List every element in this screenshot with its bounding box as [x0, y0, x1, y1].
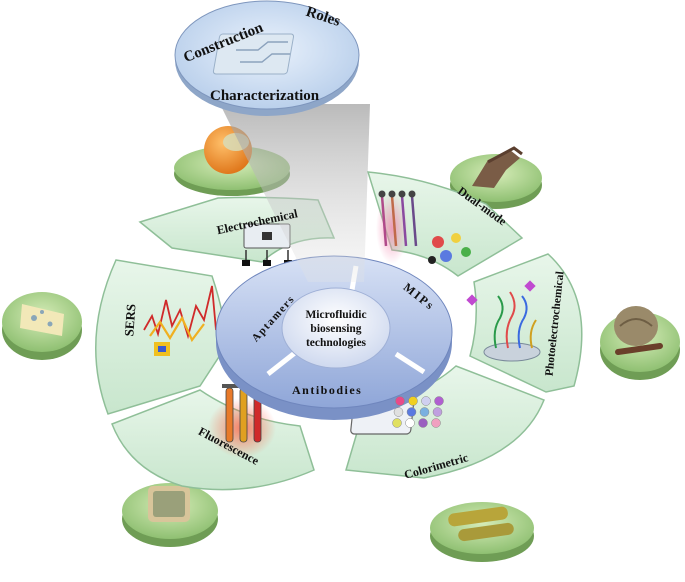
plate-bread [122, 483, 218, 547]
dried-root-icon [472, 150, 520, 188]
plate-corn [430, 502, 534, 562]
well-plate-well [421, 396, 431, 406]
microfluidic-chip-icon [212, 33, 295, 75]
segment-sers [95, 259, 227, 415]
center-line-1: Microfluidic [305, 309, 366, 321]
projection-beam [220, 104, 370, 282]
segment-dual-mode [366, 171, 524, 277]
well-plate-well [434, 396, 444, 406]
well-plate-well [408, 396, 418, 406]
well-plate-well [419, 407, 430, 417]
raman-spectrum-icon [143, 285, 217, 356]
label-antibodies: Antibodies [292, 383, 362, 397]
aptamer-electrode-icon [466, 280, 541, 362]
plate-wood [450, 146, 542, 209]
label-sers: SERS [121, 303, 138, 336]
plate-walnut [600, 306, 680, 380]
moldy-corn-icon [448, 506, 514, 542]
well-plate-well [431, 418, 441, 428]
well-plate-well [393, 407, 404, 417]
well-plate-well [418, 418, 428, 428]
well-plate-well [395, 396, 405, 406]
probe-array-icon [378, 190, 418, 247]
well-plate-well [405, 418, 415, 428]
blue-cheese-icon [20, 304, 64, 336]
electrode-chip-icon [242, 223, 292, 266]
label-characterization: Characterization [210, 88, 320, 104]
walnut-icon [614, 306, 658, 346]
well-plate-well [432, 407, 443, 417]
center-disc [281, 287, 391, 369]
top-disc [174, 0, 360, 116]
plate-cheese [2, 292, 82, 360]
center-line-3: technologies [306, 337, 367, 349]
molecule-cluster-icon [428, 233, 471, 264]
well-plate-well [392, 418, 402, 428]
well-plate-well [406, 407, 417, 417]
center-line-2: biosensing [310, 323, 361, 335]
